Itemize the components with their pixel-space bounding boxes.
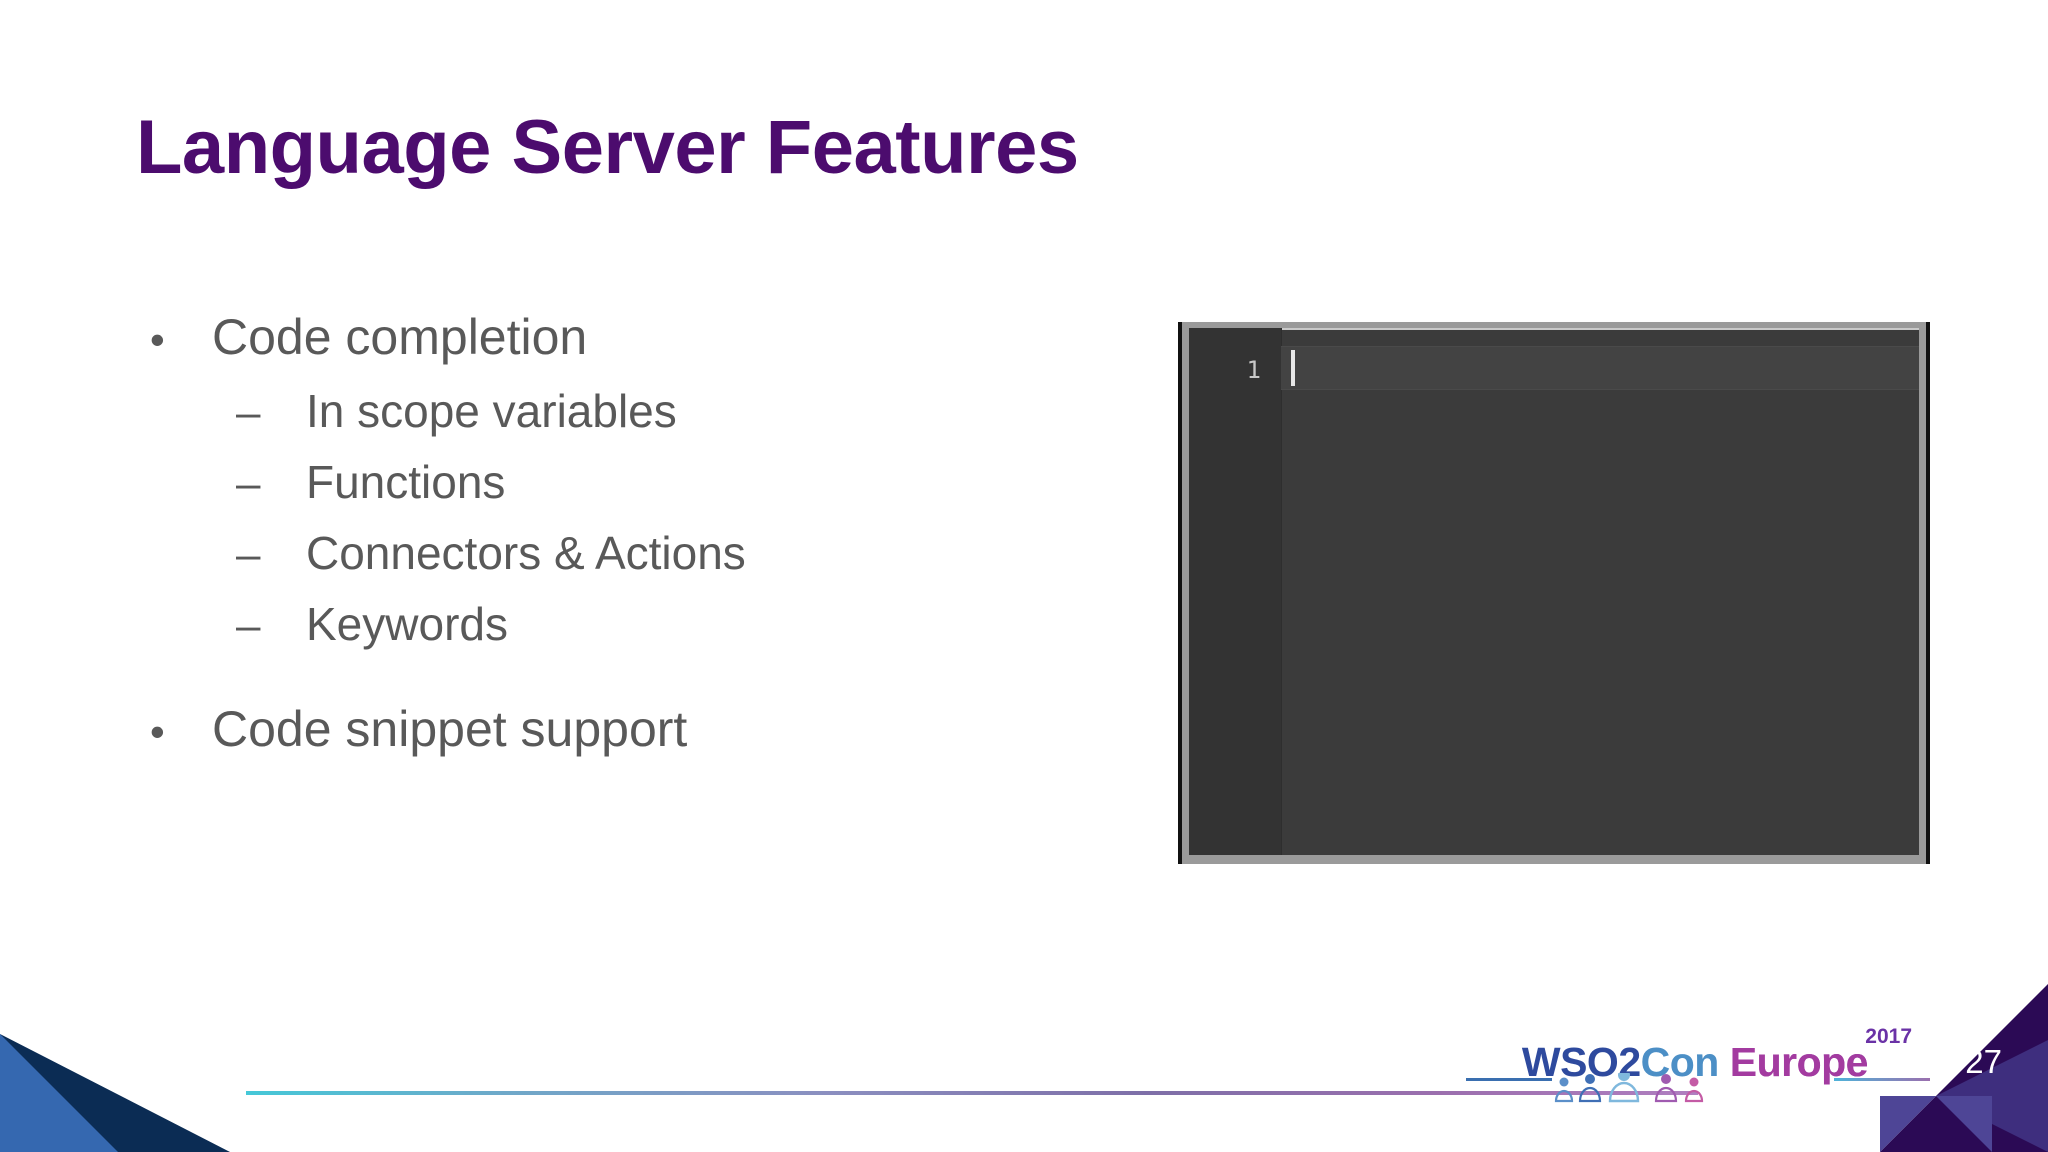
bullet-marker-dash: – bbox=[236, 459, 261, 508]
list-item: • Code completion bbox=[150, 312, 1050, 362]
logo-wordmark: WSO2Con Europe 2017 bbox=[1465, 1026, 1930, 1103]
code-editor-screenshot: 1 bbox=[1178, 322, 1930, 864]
list-item: – In scope variables bbox=[150, 388, 1050, 435]
editor-current-line-highlight bbox=[1281, 346, 1919, 390]
list-item: – Connectors & Actions bbox=[150, 530, 1050, 577]
list-item: – Keywords bbox=[150, 601, 1050, 648]
logo-underline-left bbox=[1465, 1078, 1552, 1081]
page-number: 27 bbox=[1965, 1043, 2002, 1080]
footer-divider-rule bbox=[246, 1091, 1698, 1095]
list-item: – Functions bbox=[150, 459, 1050, 506]
bullet-text: Code snippet support bbox=[212, 701, 688, 757]
bullet-list: • Code completion – In scope variables –… bbox=[150, 312, 1050, 780]
logo-text-year: 2017 bbox=[1865, 1025, 1912, 1048]
bullet-text: Connectors & Actions bbox=[306, 527, 746, 579]
bullet-text: In scope variables bbox=[306, 385, 677, 437]
bullet-text: Functions bbox=[306, 456, 506, 508]
editor-canvas: 1 bbox=[1189, 328, 1919, 855]
bullet-marker-dot: • bbox=[150, 316, 165, 363]
bullet-marker-dash: – bbox=[236, 530, 261, 579]
corner-decoration-bottom-left-light bbox=[0, 1034, 118, 1152]
editor-text-caret bbox=[1291, 350, 1295, 386]
list-item: • Code snippet support bbox=[150, 704, 1050, 754]
slide-title: Language Server Features bbox=[136, 105, 1079, 190]
wso2con-logo: WSO2Con Europe 2017 bbox=[1465, 1026, 1930, 1114]
logo-people-icon bbox=[1554, 1073, 1703, 1103]
logo-text-con: Con bbox=[1640, 1039, 1720, 1085]
logo-underline-right bbox=[1834, 1078, 1930, 1081]
bullet-text: Keywords bbox=[306, 598, 508, 650]
bullet-marker-dash: – bbox=[236, 601, 261, 650]
bullet-marker-dash: – bbox=[236, 388, 261, 437]
bullet-text: Code completion bbox=[212, 309, 588, 365]
bullet-marker-dot: • bbox=[150, 708, 165, 755]
corner-decoration-bottom-right-light bbox=[1880, 1096, 1992, 1152]
editor-line-number: 1 bbox=[1246, 356, 1261, 384]
logo-text-europe: Europe bbox=[1729, 1039, 1869, 1085]
editor-gutter: 1 bbox=[1189, 328, 1282, 855]
